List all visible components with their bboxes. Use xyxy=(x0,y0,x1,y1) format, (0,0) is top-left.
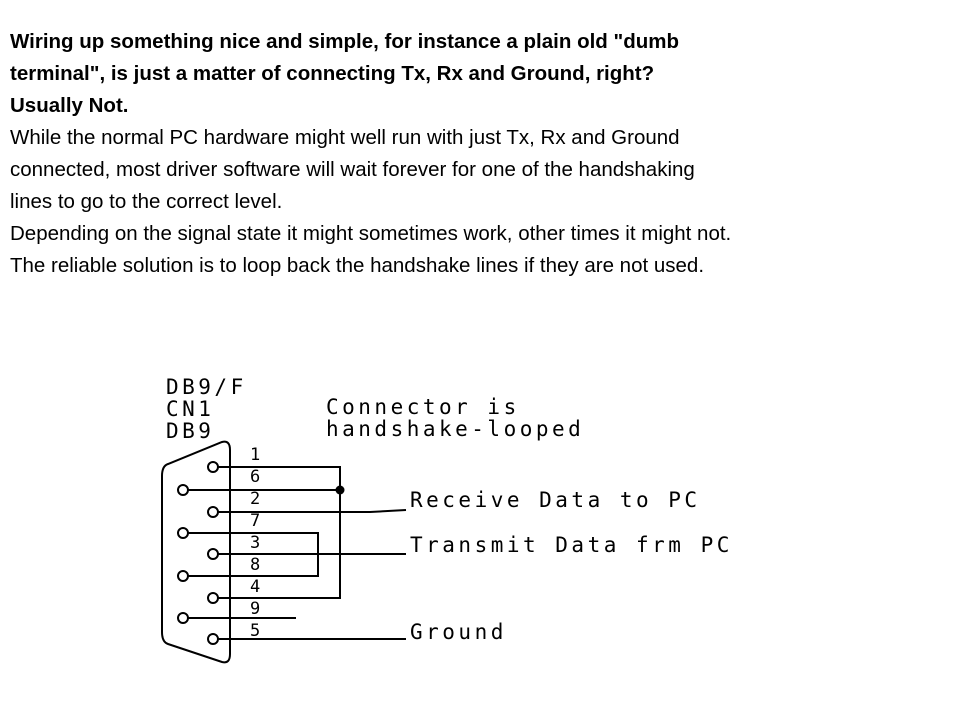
pin-contact-3 xyxy=(207,548,219,560)
wire-receive xyxy=(232,509,407,513)
pin-number-3: 3 xyxy=(250,533,260,553)
pin-number-1: 1 xyxy=(250,445,260,465)
pin-contact-7 xyxy=(177,527,189,539)
pin-number-6: 6 xyxy=(250,467,260,487)
pin-contact-2 xyxy=(207,506,219,518)
pin-number-7: 7 xyxy=(250,511,260,531)
junction-dot xyxy=(335,485,345,495)
pin-contact-5 xyxy=(207,633,219,645)
note-line-1: Connector is xyxy=(326,395,520,419)
transmit-label: Transmit Data frm PC xyxy=(410,533,733,557)
pin-contact-9 xyxy=(177,612,189,624)
pin-contact-8 xyxy=(177,570,189,582)
ground-label: Ground xyxy=(410,620,507,644)
intro-line-2: terminal", is just a matter of connectin… xyxy=(10,62,655,85)
explanation-text: Wiring up something nice and simple, for… xyxy=(10,26,955,282)
pin-contact-6 xyxy=(177,484,189,496)
db9-wiring-diagram: DB9/F CN1 DB9 Connector is handshake-loo… xyxy=(161,375,733,664)
body-line-5: The reliable solution is to loop back th… xyxy=(10,254,705,277)
intro-line-1: Wiring up something nice and simple, for… xyxy=(10,30,680,53)
pin-contact-4 xyxy=(207,592,219,604)
pin-number-4: 4 xyxy=(250,577,260,597)
pin-number-5: 5 xyxy=(250,621,260,641)
body-line-2: connected, most driver software will wai… xyxy=(10,158,695,181)
pin-number-8: 8 xyxy=(250,555,260,575)
loop-pin1-pin4 xyxy=(232,466,341,599)
body-line-3: lines to go to the correct level. xyxy=(10,190,283,213)
pin-contacts xyxy=(177,461,232,645)
wiring xyxy=(232,466,407,640)
connector-label-db9: DB9 xyxy=(166,419,214,443)
body-line-4: Depending on the signal state it might s… xyxy=(10,222,732,245)
connector-label-cn1: CN1 xyxy=(166,397,214,421)
note-line-2: handshake-looped xyxy=(326,417,584,441)
connector-label-db9f: DB9/F xyxy=(166,375,247,399)
receive-label: Receive Data to PC xyxy=(410,488,701,512)
pin-contact-1 xyxy=(207,461,219,473)
intro-line-3: Usually Not. xyxy=(10,94,129,117)
pin-number-9: 9 xyxy=(250,599,260,619)
pin-number-2: 2 xyxy=(250,489,260,509)
connector-shell xyxy=(161,440,231,664)
body-line-1: While the normal PC hardware might well … xyxy=(10,126,680,149)
